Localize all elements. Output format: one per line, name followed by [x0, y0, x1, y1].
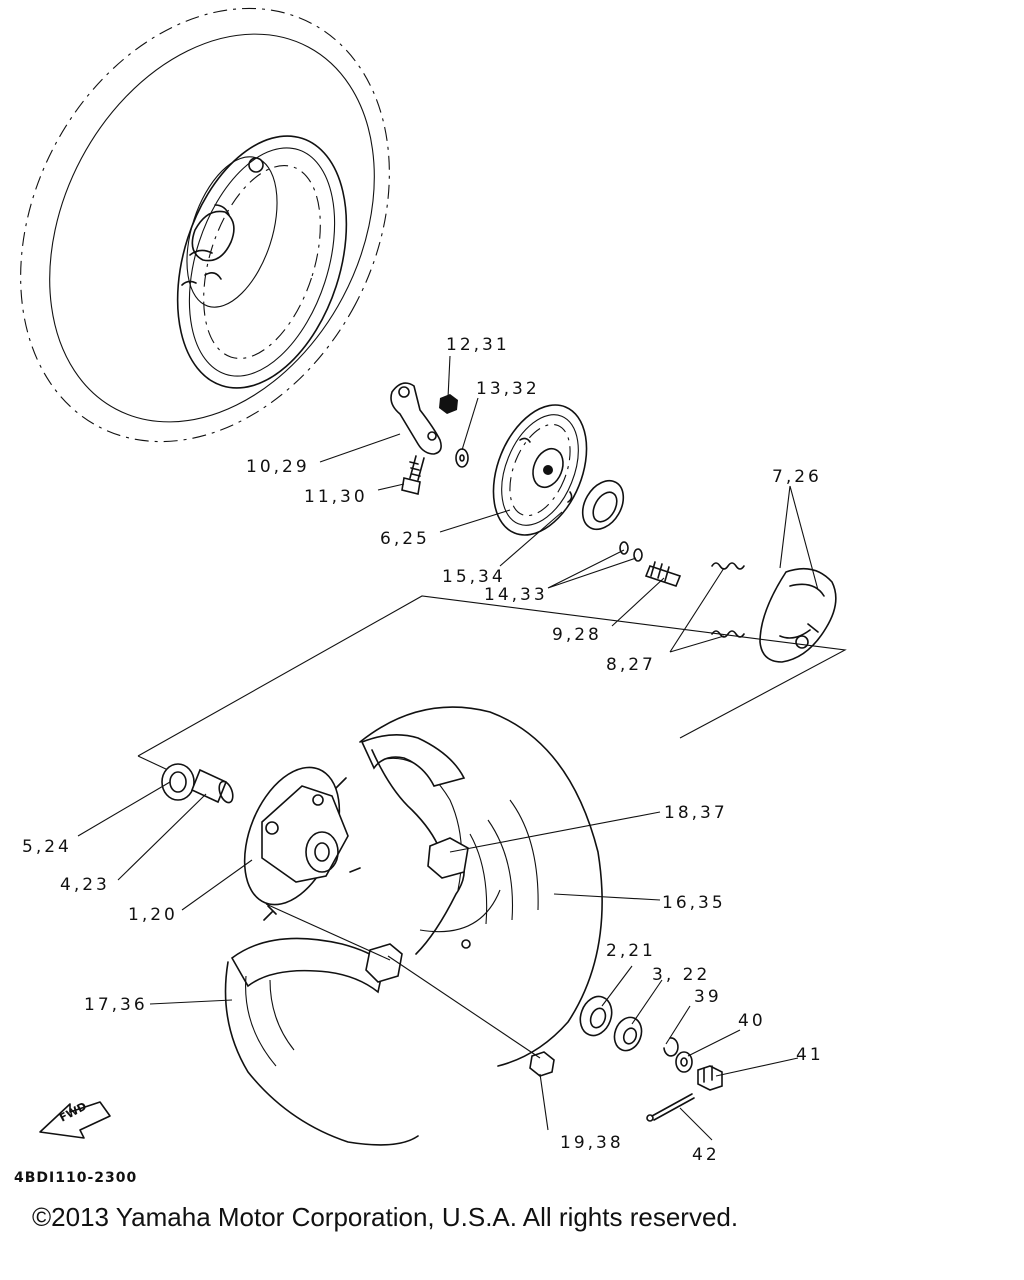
callout-1-20: 1,20 — [128, 905, 178, 925]
wheel-nut — [529, 1051, 555, 1077]
brake-cam-lever — [390, 382, 442, 455]
callout-12-31: 12,31 — [446, 335, 510, 355]
oil-seal — [581, 479, 625, 531]
hub-bearing-right — [579, 995, 613, 1037]
callout-2-21: 2,21 — [606, 941, 656, 961]
callout-14-33: 14,33 — [484, 585, 548, 605]
brake-shoes — [759, 567, 837, 663]
fwd-arrow: FWD — [39, 1100, 111, 1139]
callout-labels: 12,31 13,32 10,29 11,30 6,25 7,26 15,34 … — [22, 335, 824, 1165]
callout-39: 39 — [694, 987, 722, 1007]
callout-7-26: 7,26 — [772, 467, 822, 487]
callout-3-22: 3, 22 — [652, 965, 710, 985]
castle-nut — [697, 1065, 723, 1091]
callout-17-36: 17,36 — [84, 995, 148, 1015]
assembled-wheel — [20, 7, 390, 443]
cotter-pin — [646, 1093, 695, 1122]
lever-nut — [439, 394, 458, 414]
spacer-collar — [190, 768, 234, 804]
callout-16-35: 16,35 — [662, 893, 726, 913]
wheel-hub — [243, 766, 361, 921]
callout-6-25: 6,25 — [380, 529, 430, 549]
o-rings — [619, 541, 643, 562]
diagram-code: 4BDI110-2300 — [14, 1170, 138, 1186]
rim-half-inner — [224, 937, 419, 1146]
callout-13-32: 13,32 — [476, 379, 540, 399]
hub-bearing-left — [161, 763, 195, 801]
bearing-2 — [613, 1016, 643, 1052]
callout-41: 41 — [796, 1045, 824, 1065]
tire — [359, 706, 603, 1067]
callout-15-34: 15,34 — [442, 567, 506, 587]
brake-springs — [711, 562, 745, 638]
lever-washer — [455, 448, 469, 468]
callout-40: 40 — [738, 1011, 766, 1031]
circlip — [663, 1037, 679, 1057]
callout-9-28: 9,28 — [552, 625, 602, 645]
callout-18-37: 18,37 — [664, 803, 728, 823]
lever-bolt — [401, 455, 425, 495]
brake-camshaft — [644, 561, 682, 587]
fwd-arrow-label: FWD — [57, 1100, 89, 1125]
assembly-frame — [137, 595, 847, 757]
callout-8-27: 8,27 — [606, 655, 656, 675]
callout-11-30: 11,30 — [304, 487, 368, 507]
rim-half-outer — [360, 734, 471, 955]
callout-42: 42 — [692, 1145, 720, 1165]
callout-5-24: 5,24 — [22, 837, 72, 857]
callout-19-38: 19,38 — [560, 1133, 624, 1153]
brake-drum-plate — [492, 404, 588, 536]
plain-washer — [675, 1051, 693, 1073]
copyright-notice: ©2013 Yamaha Motor Corporation, U.S.A. A… — [32, 1202, 739, 1232]
leader-lines — [77, 355, 819, 1141]
callout-10-29: 10,29 — [246, 457, 310, 477]
callout-4-23: 4,23 — [60, 875, 110, 895]
